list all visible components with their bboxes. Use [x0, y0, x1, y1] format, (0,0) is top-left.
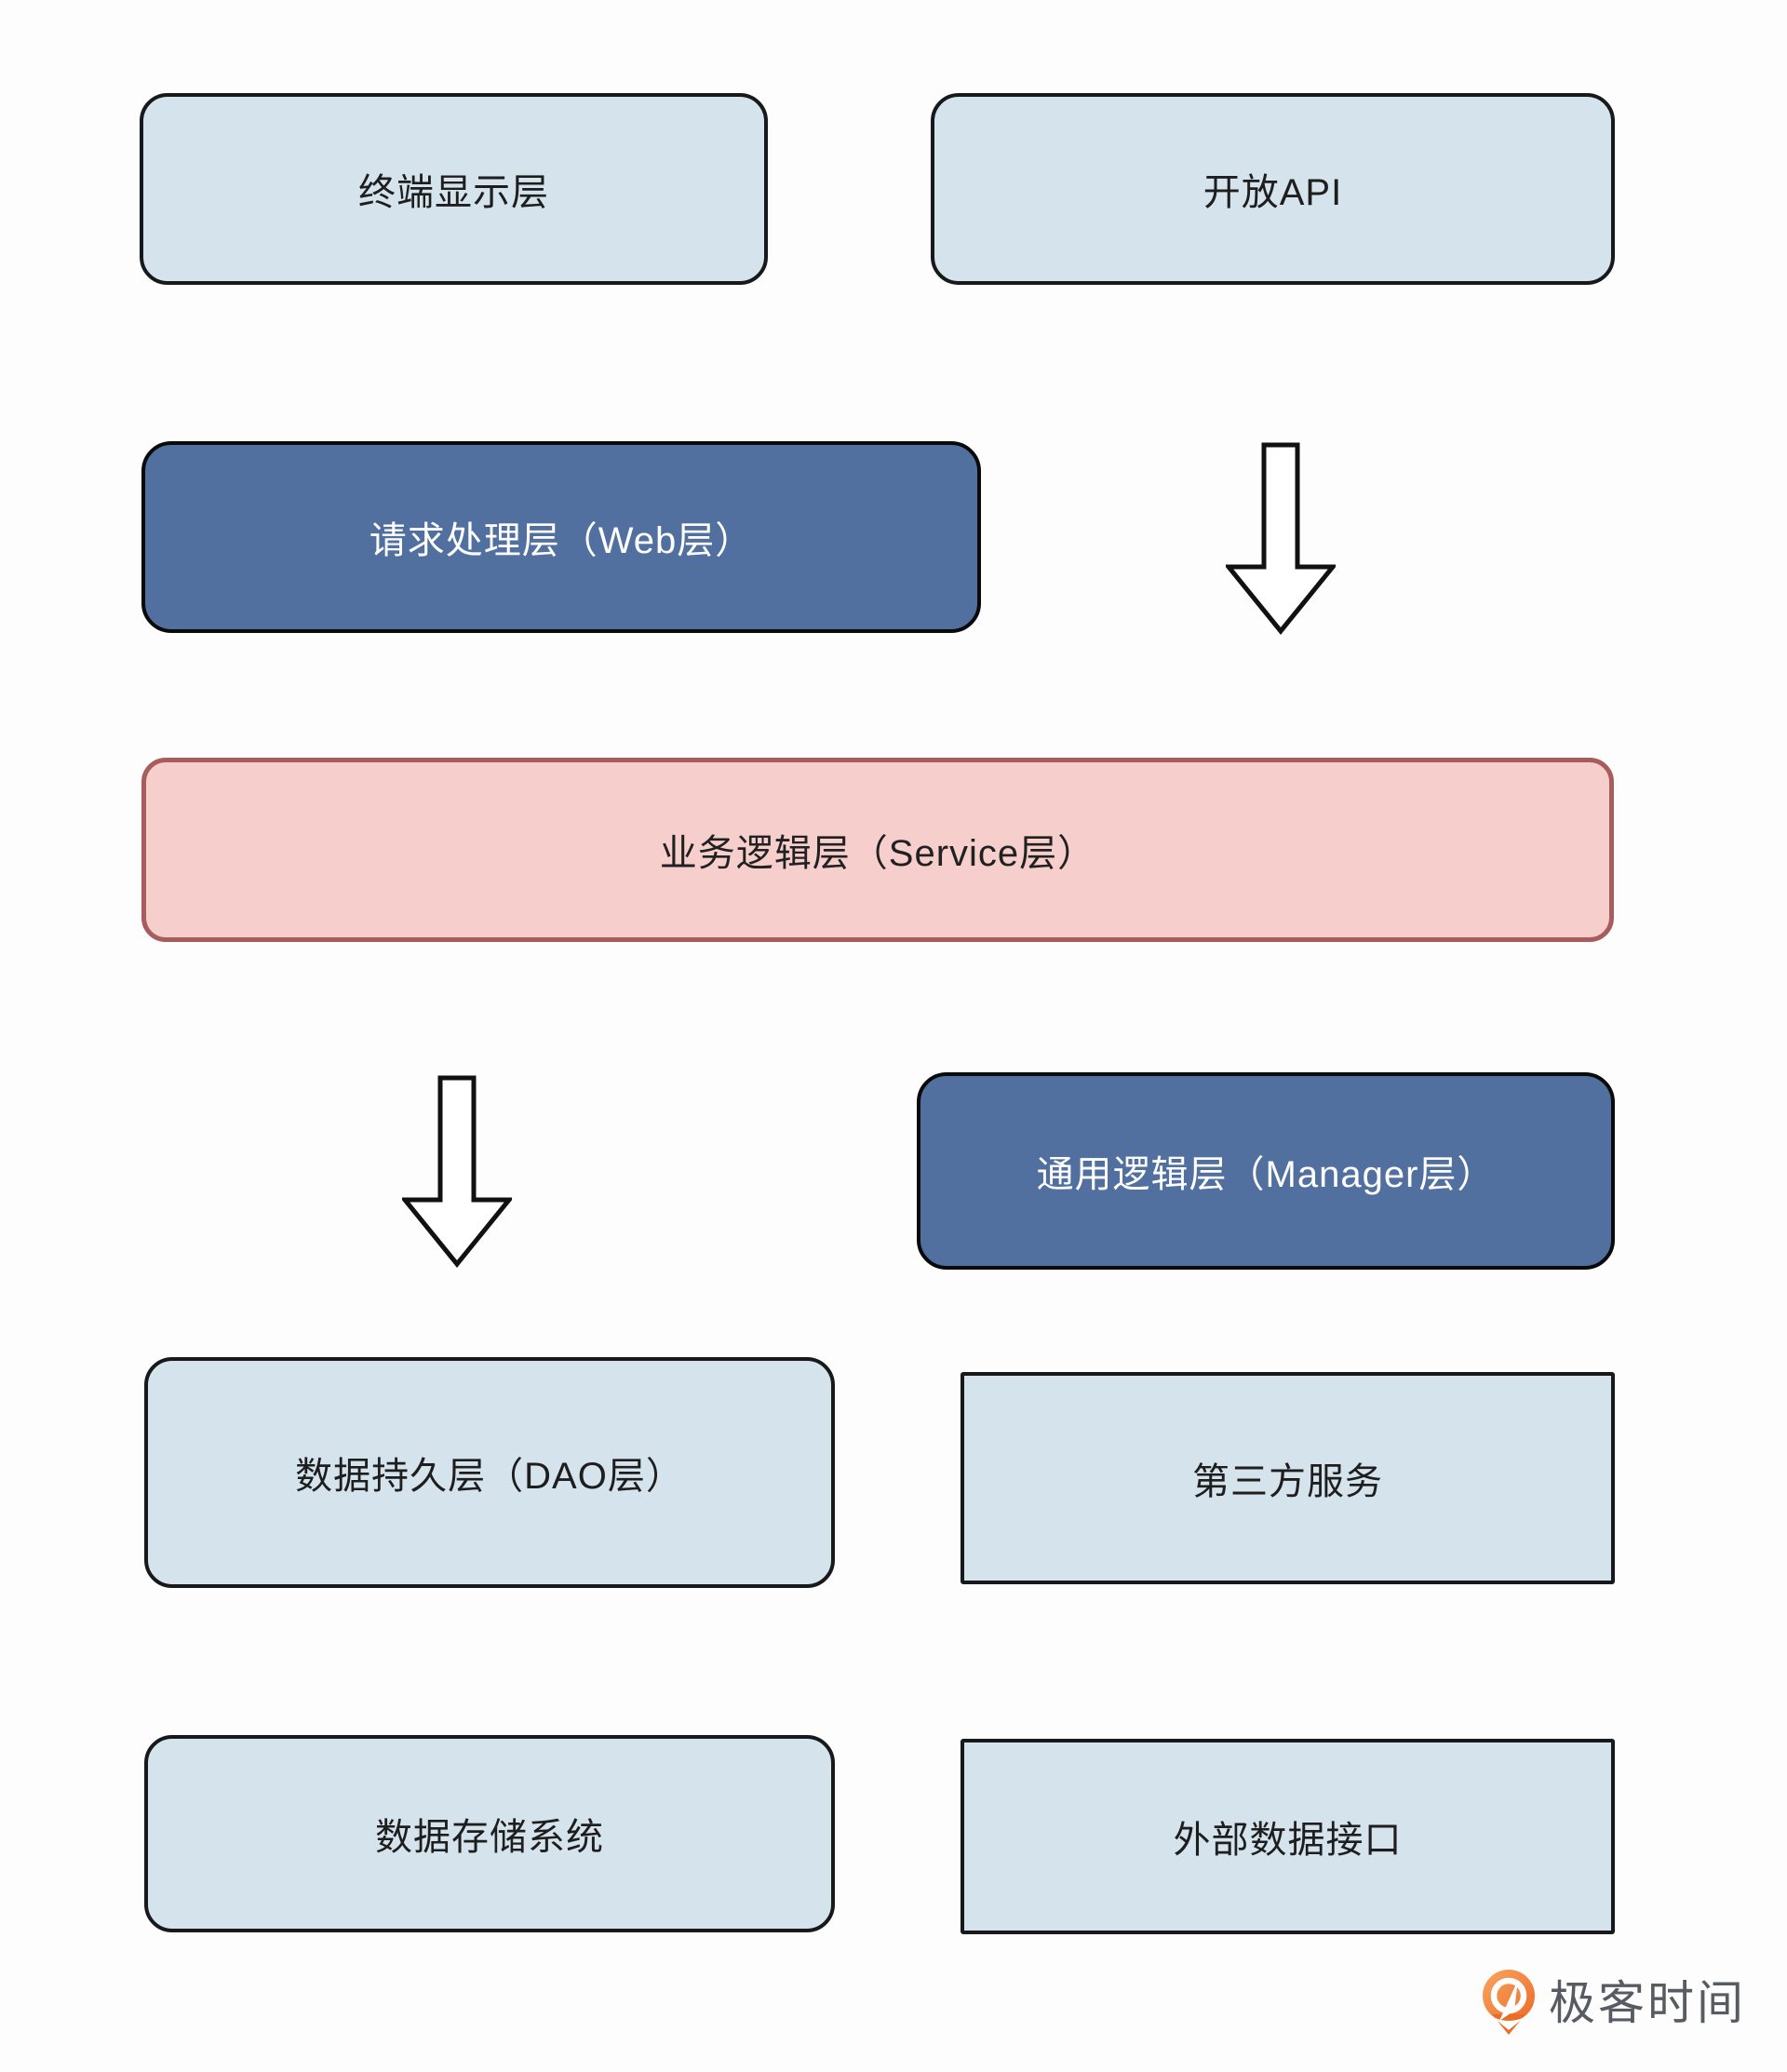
geektime-pin-icon	[1483, 1970, 1535, 2035]
node-dao-layer: 数据持久层（DAO层）	[144, 1357, 835, 1588]
down-arrow-icon	[402, 1075, 512, 1268]
node-label: 通用逻辑层（Manager层）	[1036, 1154, 1496, 1195]
node-third-party-service: 第三方服务	[961, 1372, 1615, 1584]
node-label: 数据存储系统	[375, 1817, 604, 1858]
node-terminal-display-layer: 终端显示层	[140, 93, 768, 285]
node-data-storage-system: 数据存储系统	[144, 1735, 835, 1932]
node-label: 业务逻辑层（Service层）	[659, 833, 1096, 874]
node-service-layer: 业务逻辑层（Service层）	[141, 758, 1614, 942]
brand-text: 极客时间	[1549, 1977, 1746, 2029]
node-web-layer: 请求处理层（Web层）	[141, 441, 981, 633]
node-label: 终端显示层	[358, 172, 549, 213]
down-arrow-icon	[1226, 442, 1336, 635]
node-label: 外部数据接口	[1173, 1820, 1403, 1861]
node-manager-layer: 通用逻辑层（Manager层）	[917, 1072, 1615, 1270]
node-label: 数据持久层（DAO层）	[295, 1456, 684, 1497]
node-label: 第三方服务	[1192, 1461, 1383, 1502]
node-label: 请求处理层（Web层）	[369, 520, 754, 561]
node-open-api: 开放API	[931, 93, 1615, 285]
node-external-data-interface: 外部数据接口	[961, 1739, 1615, 1934]
geektime-logo: 极客时间	[1480, 1968, 1746, 2038]
node-label: 开放API	[1203, 172, 1343, 213]
